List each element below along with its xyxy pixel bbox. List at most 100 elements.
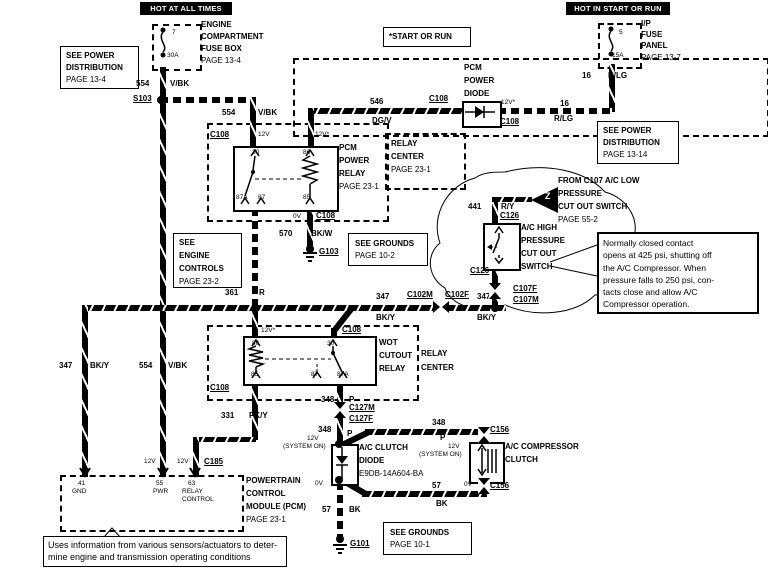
wire-label: 554 [136, 79, 150, 88]
fuse-panel-label: PANEL [641, 41, 668, 50]
state-label: (SYSTEM ON) [283, 443, 326, 450]
hp-note-line: tacts close and allow A/C [603, 287, 698, 298]
wire-331-jog [193, 437, 256, 442]
fuse-symbol-left [160, 27, 166, 58]
wire-361-upper [252, 208, 258, 308]
wire-color: DG/V [372, 116, 392, 125]
hp-note-line: opens at 425 psi, shutting off [603, 250, 712, 261]
relay-pin: 85 [303, 194, 311, 201]
wire-label: 348 [432, 418, 446, 427]
connector-label: C108 [500, 117, 520, 126]
wire-color: BK/Y [376, 313, 396, 322]
wire-554-long-vertical [160, 103, 166, 477]
wire-347-left-vertical [82, 305, 88, 477]
fuse-symbol-right [608, 26, 614, 57]
pcm-relay-outline [207, 123, 389, 222]
connector-c127-icon [334, 402, 346, 418]
connector-label: C108 [342, 325, 362, 334]
wire-color: P [349, 395, 355, 404]
voltage-label: 12V [448, 443, 460, 450]
pcm-pin: 41 [78, 480, 86, 487]
component-label: A/C CLUTCH [359, 443, 408, 452]
fuse-panel-label: I/P [641, 19, 651, 28]
off-page-arrow-letter: Z [545, 191, 551, 201]
wire-label: 546 [370, 97, 384, 106]
ground-g103-dot [306, 245, 314, 253]
wire-label: 361 [225, 288, 239, 297]
connector-label: C102F [445, 290, 470, 299]
wire-361-lower [252, 305, 258, 338]
relay-pin: 30 [252, 149, 260, 156]
ref-label: ENGINE [179, 251, 210, 260]
fuse-box-label: COMPARTMENT [201, 32, 264, 41]
wire-label: 331 [221, 411, 235, 420]
component-label: POWERTRAIN [246, 476, 301, 485]
wire-color: BK/Y [477, 313, 497, 322]
connector-label: C156 [490, 481, 510, 490]
wire-label: 16 [560, 99, 569, 108]
ref-label: SEE GROUNDS [355, 239, 415, 248]
wire-16-fuse-drop [609, 64, 615, 112]
ground-label: G101 [350, 539, 370, 548]
connector-c102-icon [433, 301, 449, 313]
connector-c156-bottom-icon [478, 478, 490, 494]
wire-347-horizontal [82, 305, 506, 311]
wire-color: R/LG [608, 71, 628, 80]
wire-label: 347 [376, 292, 390, 301]
relay-pin: 87A [236, 194, 248, 201]
relay-center-label-outline [385, 133, 466, 190]
off-page-label: PRESSURE [558, 189, 603, 198]
pcm-pin: 63 [188, 480, 196, 487]
component-label: RELAY [421, 349, 448, 358]
ref-label: PAGE 23-2 [179, 277, 219, 286]
see-grounds-10-1-box [383, 522, 472, 555]
relay-pin: 86 [303, 149, 311, 156]
relay-pin: 87 [311, 371, 319, 378]
ref-label: CONTROLS [179, 264, 224, 273]
pcm-pin-name: GND [72, 488, 87, 495]
fuse-amps: 15A [612, 52, 624, 59]
fuse-box-label: FUSE BOX [201, 44, 242, 53]
component-label: RELAY [339, 169, 366, 178]
component-label: WOT [379, 338, 398, 347]
wire-554-fuse-drop [160, 67, 166, 98]
wire-color: BK [349, 505, 361, 514]
hp-switch-box [483, 223, 521, 271]
connector-label: C126 [500, 211, 520, 220]
wire-554-to-relay [250, 97, 256, 146]
voltage-label: 12V* [261, 327, 276, 334]
start-or-run-box [383, 27, 471, 47]
ground-g101-dot [336, 535, 344, 543]
connector-label: C126 [470, 266, 490, 275]
pcm-power-diode-box [462, 101, 502, 128]
component-label: A/C COMPRESSOR [505, 442, 579, 451]
hp-note-box: Normally closed contact opens at 425 psi… [597, 232, 759, 314]
see-power-distribution-left-box [60, 46, 139, 89]
component-label: CUT OUT [521, 249, 557, 258]
relay-pin: 30 [327, 340, 335, 347]
voltage-label: 0V [464, 481, 472, 488]
wire-label: 16 [582, 71, 591, 80]
relay-pin: 87 [258, 194, 266, 201]
wire-color: PK/Y [249, 411, 268, 420]
junction-diode-bottom [335, 476, 343, 484]
diode-symbol [465, 106, 495, 118]
wire-color: BK/Y [90, 361, 110, 370]
banner-hot-in-start-or-run: HOT IN START OR RUN [566, 2, 670, 15]
engine-fuse-box-outline [152, 24, 202, 71]
ref-label: DISTRIBUTION [603, 138, 660, 147]
junction-diode-top [335, 440, 343, 448]
component-label: PAGE 23-1 [391, 165, 431, 174]
voltage-label: 12V [258, 131, 270, 138]
voltage-label: 12V* [315, 131, 330, 138]
voltage-label: 12V [307, 435, 319, 442]
start-or-run-label: *START OR RUN [389, 32, 452, 41]
see-engine-controls-box [173, 233, 242, 288]
hp-note-line: pressure falls to 250 psi, con- [603, 274, 715, 285]
component-label: CENTER [421, 363, 454, 372]
wire-331-drop [252, 382, 258, 440]
relay-pin: 86 [252, 340, 260, 347]
wire-color: P [347, 429, 353, 438]
ref-label: SEE POWER [603, 126, 652, 135]
wire-label: 441 [468, 202, 482, 211]
